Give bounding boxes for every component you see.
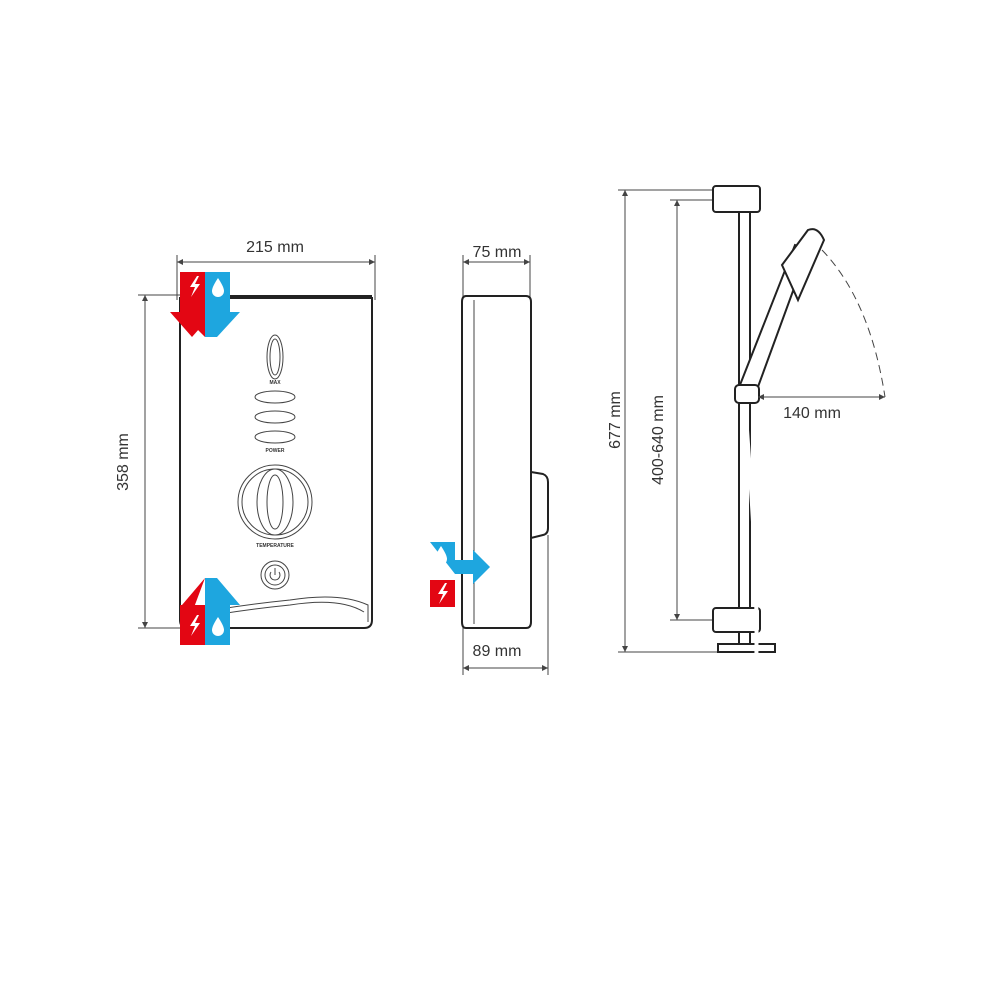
bottom-bracket [712,607,761,633]
shower-hose [722,401,759,808]
water-drop-icon [435,546,447,565]
tilt-arc [821,249,886,398]
power-button[interactable] [260,560,290,590]
slider-holder[interactable] [734,384,760,404]
bottom-entry-icon [180,578,240,645]
power-icon [269,571,281,581]
width-label: 215 mm [246,239,304,256]
top-entry-icon [170,272,240,337]
side-dial-profile [530,470,549,540]
adjustable-height-label: 400-640 mm [650,395,667,485]
max-label: MAX [269,380,281,386]
side-unit-body [461,295,532,629]
power-level-2[interactable] [254,410,296,424]
water-drop-icon [212,617,224,636]
electric-icon [190,276,200,297]
temperature-dial[interactable] [237,464,313,540]
total-height-label: 677 mm [607,391,624,449]
soap-dish [717,643,776,653]
front-view: 215 mm 358 mm MAX POWER TEMPERATURE [115,239,376,645]
handset-head[interactable] [780,228,826,303]
side-view: 75 mm 89 mm [430,244,549,675]
water-drop-icon [212,278,224,297]
power-label: POWER [266,448,285,454]
height-label: 358 mm [115,433,132,491]
depth-with-dial-label: 89 mm [473,643,522,660]
temperature-label: TEMPERATURE [256,543,294,549]
electric-icon [438,583,448,604]
top-bracket [712,185,761,213]
riser-rail-view: 677 mm 400-640 mm 140 mm [607,185,886,808]
power-level-1[interactable] [254,390,296,404]
side-entry-icon [430,542,490,607]
depth-label: 75 mm [473,244,522,261]
reach-label: 140 mm [783,405,841,422]
max-button[interactable] [266,334,284,380]
electric-icon [190,615,200,636]
power-level-3[interactable] [254,430,296,444]
